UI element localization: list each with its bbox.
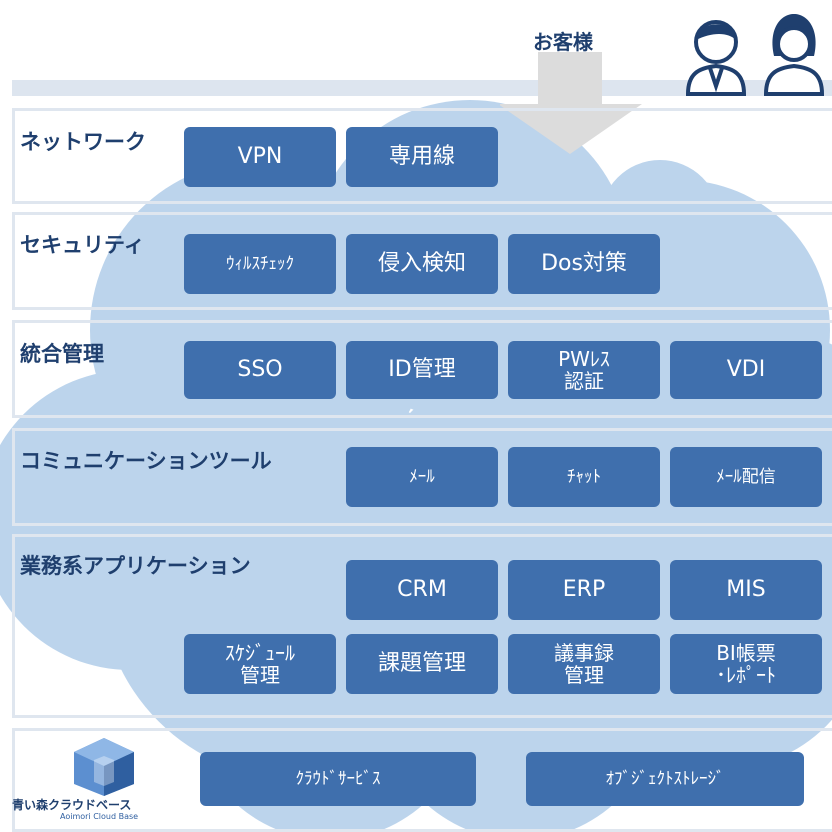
logo-subtitle: Aoimori Cloud Base [60, 812, 139, 821]
row-frame-business-apps [12, 534, 832, 718]
female-user-icon [763, 14, 825, 96]
service-box-id-management: ID管理 [346, 341, 498, 399]
down-arrow-icon [500, 52, 642, 154]
service-box-passwordless-auth: PWﾚｽ 認証 [508, 341, 660, 399]
service-box-vdi: VDI [670, 341, 822, 399]
service-box-schedule-management: ｽｹｼﾞｭｰﾙ 管理 [184, 634, 336, 694]
aoimori-logo-icon [74, 738, 134, 796]
service-box-mail: ﾒｰﾙ [346, 447, 498, 507]
service-box-meeting-minutes: 議事録 管理 [508, 634, 660, 694]
male-user-icon [685, 20, 747, 96]
row-frame-identity [12, 320, 832, 418]
service-box-object-storage: ｵﾌﾞｼﾞｪｸﾄｽﾄﾚｰｼﾞ [526, 752, 804, 806]
row-label-network: ネットワーク [20, 130, 146, 154]
service-box-bi-reports: BI帳票 ･ﾚﾎﾟｰﾄ [670, 634, 822, 694]
customer-access-bar [12, 80, 832, 96]
service-box-mail-delivery: ﾒｰﾙ配信 [670, 447, 822, 507]
service-box-task-management: 課題管理 [346, 634, 498, 694]
logo-text: 青い森クラウドベース [12, 798, 132, 812]
row-frame-network [12, 108, 832, 204]
row-label-security: セキュリティ [20, 233, 145, 257]
service-box-leased-line: 専用線 [346, 127, 498, 187]
row-label-communication: コミュニケーションツール [20, 449, 272, 473]
service-box-dos-protection: Dos対策 [508, 234, 660, 294]
row-label-business-apps: 業務系アプリケーション [20, 554, 251, 578]
row-frame-security [12, 212, 832, 310]
service-box-crm: CRM [346, 560, 498, 620]
service-box-cloud-service: ｸﾗｳﾄﾞｻｰﾋﾞｽ [200, 752, 476, 806]
service-box-virus-check: ｳｨﾙｽﾁｪｯｸ [184, 234, 336, 294]
service-box-sso: SSO [184, 341, 336, 399]
service-box-intrusion-detection: 侵入検知 [346, 234, 498, 294]
service-box-vpn: VPN [184, 127, 336, 187]
service-box-chat: ﾁｬｯﾄ [508, 447, 660, 507]
service-box-mis: MIS [670, 560, 822, 620]
customer-label: お客様 [533, 30, 593, 54]
row-label-identity: 統合管理 [20, 342, 104, 366]
row-frame-communication [12, 428, 832, 526]
service-box-erp: ERP [508, 560, 660, 620]
